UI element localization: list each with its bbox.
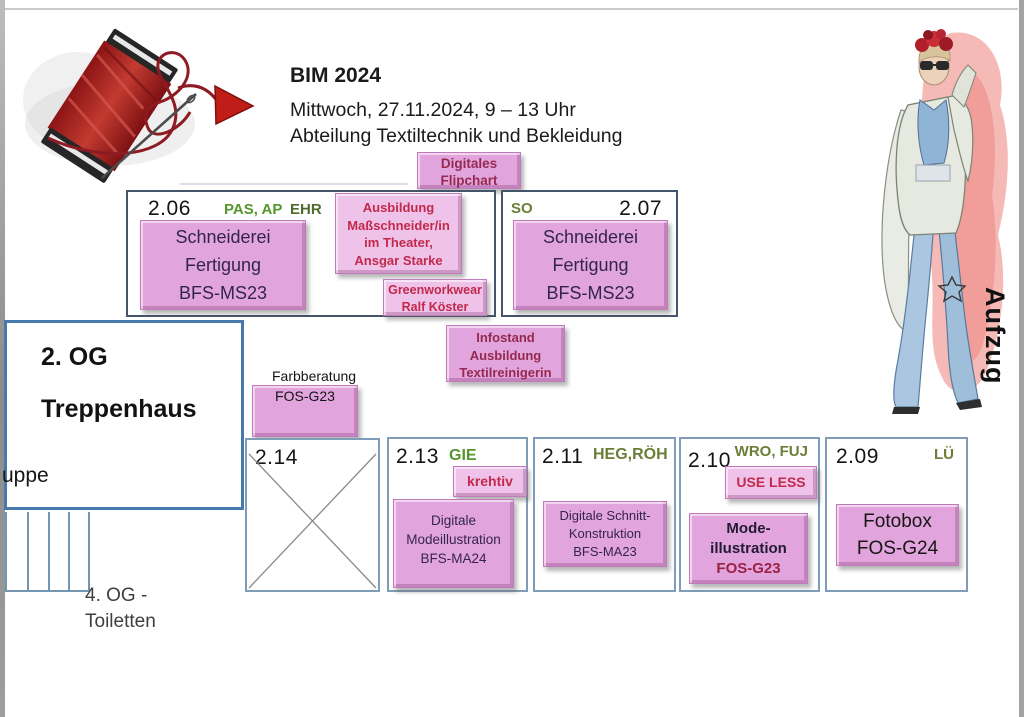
stand-schnittkonstruktion: Digitale Schnitt- Konstruktion BFS-MA23 xyxy=(543,501,667,567)
room-213: 2.13 GIE krehtiv Digitale Modeillustrati… xyxy=(387,437,528,592)
event-department: Abteilung Textiltechnik und Bekleidung xyxy=(290,125,623,147)
room-teachers: SO xyxy=(511,200,533,217)
room-teachers: HEG,RÖH xyxy=(593,446,668,463)
stand-farbberatung-title: Farbberatung xyxy=(272,368,357,384)
room-number: 2.13 xyxy=(396,445,439,468)
stand-fotobox: Fotobox FOS-G24 xyxy=(836,504,959,566)
elevator-label: Aufzug xyxy=(980,287,1010,385)
room-number: 2.14 xyxy=(255,446,298,469)
stand-digitales-flipchart: Digitales Flipchart xyxy=(417,152,521,189)
stand-schneiderei-207: Schneiderei Fertigung BFS-MS23 xyxy=(513,220,668,310)
room-number: 2.06 xyxy=(148,197,191,220)
thread-spool-illustration xyxy=(10,12,260,184)
stand-modeillustration-213: Digitale Modeillustration BFS-MA24 xyxy=(393,499,514,588)
event-date: Mittwoch, 27.11.2024, 9 – 13 Uhr xyxy=(290,99,576,121)
stairwell-label: Treppenhaus xyxy=(41,395,197,423)
stand-theater-massschneider: Ausbildung Maßschneider/in im Theater, A… xyxy=(335,193,462,274)
stand-infostand-textilreinigerin: Infostand Ausbildung Textilreinigerin xyxy=(446,325,565,382)
fashion-figure-illustration xyxy=(856,14,1016,416)
room-number: 2.07 xyxy=(619,197,662,220)
stand-krehtiv: krehtiv xyxy=(453,466,527,497)
room-209: 2.09 LÜ Fotobox FOS-G24 xyxy=(825,437,968,592)
room-teachers: GIE xyxy=(449,447,477,464)
room-number: 2.11 xyxy=(542,445,584,468)
page-title: BIM 2024 xyxy=(290,64,382,87)
stand-farbberatung-class: FOS-G23 xyxy=(275,388,335,404)
stair-fragment-label: uppe xyxy=(2,464,49,487)
stand-activity-class: FOS-G23 xyxy=(716,560,781,577)
stairwell-room: 2. OG Treppenhaus xyxy=(4,320,244,510)
room-number: 2.10 xyxy=(688,449,731,472)
stand-greenworkwear: Greenworkwear Ralf Köster xyxy=(383,279,487,316)
toilets-label: 4. OG - Toiletten xyxy=(85,585,156,632)
floor-label: 2. OG xyxy=(41,343,108,371)
room-teachers: LÜ xyxy=(934,446,954,463)
window-edge-top xyxy=(5,8,1018,10)
room-teachers-secondary: EHR xyxy=(290,201,322,218)
stand-activity-label: Mode- illustration xyxy=(710,520,787,557)
stand-farbberatung: FOS-G23 xyxy=(252,385,358,437)
divider-line xyxy=(180,183,408,185)
stand-modeillustration-210: Mode- illustration FOS-G23 xyxy=(689,513,808,584)
room-214: 2.14 xyxy=(245,438,380,592)
room-211: 2.11 HEG,RÖH Digitale Schnitt- Konstrukt… xyxy=(533,437,676,592)
stand-schneiderei-206: Schneiderei Fertigung BFS-MS23 xyxy=(140,220,306,310)
stand-use-less: USE LESS xyxy=(725,466,817,499)
room-207: SO 2.07 Schneiderei Fertigung BFS-MS23 xyxy=(501,190,678,317)
closed-cross xyxy=(248,453,377,589)
room-teachers: PAS, AP xyxy=(224,201,283,218)
window-edge-right xyxy=(1019,0,1024,717)
header: BIM 2024 Mittwoch, 27.11.2024, 9 – 13 Uh… xyxy=(290,64,622,149)
room-number: 2.09 xyxy=(836,445,879,468)
window-edge-left xyxy=(0,0,5,717)
room-teachers: WRO, FUJ xyxy=(734,443,808,460)
room-210: 2.10 WRO, FUJ USE LESS Mode- illustratio… xyxy=(679,437,820,592)
